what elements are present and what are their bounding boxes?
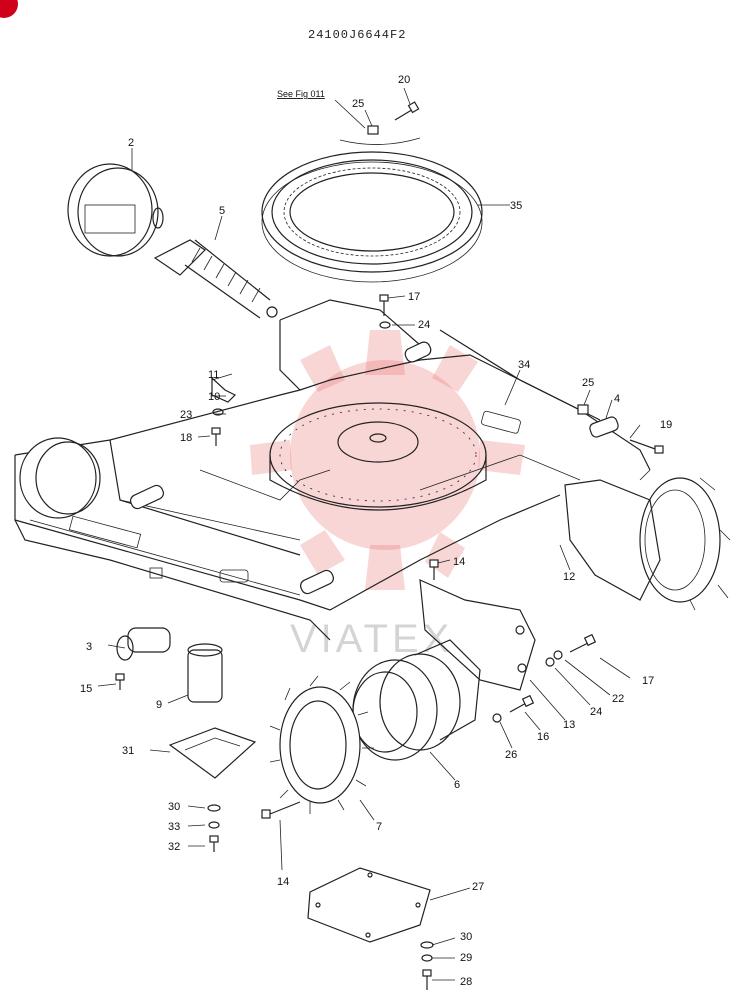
- callout-11: 11: [208, 369, 219, 381]
- bracket-11: [211, 376, 237, 403]
- callout-30-bottom: 30: [460, 931, 472, 943]
- callout-17-top: 17: [408, 291, 420, 303]
- callout-12: 12: [563, 571, 575, 583]
- callout-28: 28: [460, 976, 472, 988]
- pin-4: [589, 416, 619, 438]
- washer-30-left: [207, 804, 221, 812]
- leader-lines: [97, 87, 641, 981]
- callout-14-center: 14: [453, 556, 465, 568]
- callout-7: 7: [376, 821, 382, 833]
- callout-19: 19: [660, 419, 672, 431]
- recoil-spring: [153, 239, 278, 319]
- watermark-text: VIATEX: [290, 617, 453, 661]
- callout-34: 34: [518, 359, 530, 371]
- travel-motor: [352, 639, 481, 761]
- swing-bearing: [269, 402, 487, 511]
- callout-9: 9: [156, 699, 162, 711]
- bolt-17-right: [569, 633, 597, 653]
- callout-32: 32: [168, 841, 180, 853]
- bolt-19: [629, 439, 664, 454]
- callout-22: 22: [612, 693, 624, 705]
- callout-35: 35: [510, 200, 522, 212]
- callout-16: 16: [537, 731, 549, 743]
- washer-30-bottom: [420, 941, 434, 949]
- callout-13: 13: [563, 719, 575, 731]
- callout-30-left: 30: [168, 801, 180, 813]
- callout-6: 6: [454, 779, 460, 791]
- callout-25-right: 25: [582, 377, 594, 389]
- washer-22: [553, 650, 563, 660]
- drive-sprocket: [269, 675, 374, 814]
- callout-26: 26: [505, 749, 517, 761]
- reference-leader: [334, 99, 366, 129]
- washer-24-top: [379, 321, 391, 329]
- frame-pin-center: [300, 569, 334, 595]
- bolt-32: [209, 835, 219, 852]
- callout-25-top: 25: [352, 98, 364, 110]
- callout-15: 15: [80, 683, 92, 695]
- motor-cover: [419, 579, 536, 691]
- bolt-28: [422, 969, 432, 990]
- washer-24-right: [545, 657, 555, 667]
- callout-18: 18: [180, 432, 192, 444]
- bolt-14-center: [429, 559, 439, 580]
- callout-17-right: 17: [642, 675, 654, 687]
- roller-guard: [168, 727, 257, 779]
- bolt-15: [115, 673, 125, 690]
- callout-4: 4: [614, 393, 620, 405]
- frame-pin-top: [404, 341, 432, 363]
- washer-26: [492, 713, 502, 723]
- carrier-roller: [116, 627, 171, 661]
- corner-badge-icon: [0, 0, 18, 18]
- bolt-14-lower: [261, 801, 301, 819]
- reference-arc: [339, 137, 421, 145]
- callout-14-lower: 14: [277, 876, 289, 888]
- drawing-number: 24100J6644F2: [308, 28, 406, 42]
- washer-29: [421, 954, 433, 962]
- callout-10: 10: [208, 391, 220, 403]
- callout-20: 20: [398, 74, 410, 86]
- callout-33: 33: [168, 821, 180, 833]
- callout-3: 3: [86, 641, 92, 653]
- callout-24-top: 24: [418, 319, 430, 331]
- callout-5: 5: [219, 205, 225, 217]
- rear-sprocket: [639, 469, 731, 611]
- cover-plate: [307, 867, 431, 943]
- frame-idler: [19, 437, 101, 519]
- bolt-16: [509, 694, 535, 713]
- callout-27: 27: [472, 881, 484, 893]
- callout-29: 29: [460, 952, 472, 964]
- frame-pin-left: [130, 484, 164, 510]
- rear-guard: [564, 479, 661, 601]
- callout-2: 2: [128, 137, 134, 149]
- bolt-18: [211, 427, 221, 446]
- callout-31: 31: [122, 745, 134, 757]
- bolt-20: [394, 101, 420, 121]
- washer-33: [208, 821, 220, 829]
- reference-note: See Fig 011: [277, 89, 325, 99]
- swing-ring-gear: [261, 151, 483, 283]
- watermark-logo: [250, 330, 525, 590]
- front-idler: [67, 163, 164, 257]
- nut-25-right: [577, 404, 589, 415]
- washer-23: [212, 408, 224, 416]
- nut-25-top: [367, 125, 379, 135]
- callout-23: 23: [180, 409, 192, 421]
- callout-24-right: 24: [590, 706, 602, 718]
- track-roller: [187, 643, 223, 703]
